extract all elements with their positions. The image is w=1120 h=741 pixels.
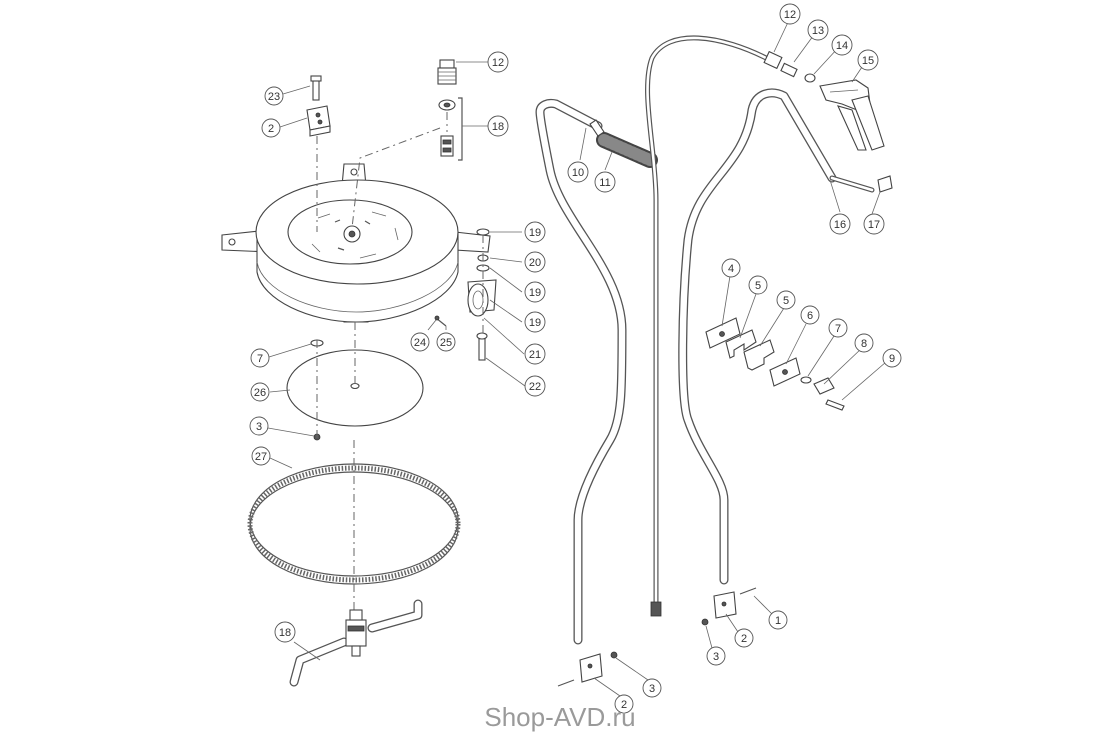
base-brackets xyxy=(557,587,757,687)
svg-text:24: 24 xyxy=(414,337,426,349)
caster-wheel-assembly xyxy=(434,228,497,361)
svg-text:4: 4 xyxy=(728,263,734,275)
svg-text:7: 7 xyxy=(835,323,841,335)
svg-text:2: 2 xyxy=(741,633,747,645)
lower-swivel-arm xyxy=(289,599,423,687)
svg-text:3: 3 xyxy=(256,421,262,433)
callout-27: 27 xyxy=(251,446,271,466)
svg-text:5: 5 xyxy=(755,280,761,292)
svg-text:8: 8 xyxy=(861,338,867,350)
clamp-kit xyxy=(705,317,845,411)
svg-text:2: 2 xyxy=(621,699,627,711)
callout-3: 3 xyxy=(706,646,726,666)
callout-15: 15 xyxy=(857,49,879,71)
callout-21: 21 xyxy=(524,343,546,365)
svg-text:7: 7 xyxy=(257,353,263,365)
supply-hose xyxy=(645,35,783,617)
svg-text:18: 18 xyxy=(279,627,291,639)
callout-2: 2 xyxy=(261,118,281,138)
callout-16: 16 xyxy=(829,213,851,235)
svg-text:25: 25 xyxy=(440,337,452,349)
callout-19: 19 xyxy=(524,281,546,303)
callout-10: 10 xyxy=(567,161,589,183)
handle-grip xyxy=(589,119,658,168)
callout-13: 13 xyxy=(807,19,829,41)
callout-bubbles: 23 2 12 18 19 20 19 19 21 22 24 25 7 26 … xyxy=(249,3,902,714)
callout-12: 12 xyxy=(779,3,801,25)
svg-text:22: 22 xyxy=(529,381,541,393)
callout-4: 4 xyxy=(721,258,741,278)
callout-12: 12 xyxy=(487,51,509,73)
svg-text:6: 6 xyxy=(807,310,813,322)
callout-11: 11 xyxy=(594,171,616,193)
spray-gun-assembly xyxy=(780,62,893,193)
callout-14: 14 xyxy=(831,34,853,56)
svg-text:27: 27 xyxy=(255,451,267,463)
top-bolt-and-bracket xyxy=(306,75,331,232)
callout-23: 23 xyxy=(264,86,284,106)
callout-22: 22 xyxy=(524,375,546,397)
svg-text:1: 1 xyxy=(775,615,781,627)
callout-1: 1 xyxy=(768,610,788,630)
svg-text:11: 11 xyxy=(599,177,610,189)
svg-text:19: 19 xyxy=(529,317,541,329)
callout-3: 3 xyxy=(249,416,269,436)
callout-20: 20 xyxy=(524,251,546,273)
svg-text:23: 23 xyxy=(268,91,280,103)
reel-housing-assembly xyxy=(221,163,491,323)
svg-text:3: 3 xyxy=(713,651,719,663)
svg-text:3: 3 xyxy=(649,683,655,695)
svg-text:2: 2 xyxy=(268,123,274,135)
svg-text:18: 18 xyxy=(492,121,504,133)
svg-text:12: 12 xyxy=(784,9,796,21)
svg-text:12: 12 xyxy=(492,57,504,69)
callout-7: 7 xyxy=(828,318,848,338)
watermark-text: Shop-AVD.ru xyxy=(484,702,635,732)
svg-text:17: 17 xyxy=(868,219,880,231)
callout-3: 3 xyxy=(642,678,662,698)
callout-19: 19 xyxy=(524,311,546,333)
callout-7: 7 xyxy=(250,348,270,368)
callout-17: 17 xyxy=(863,213,885,235)
svg-text:13: 13 xyxy=(812,25,824,37)
callout-6: 6 xyxy=(800,305,820,325)
callout-25: 25 xyxy=(436,332,456,352)
svg-text:14: 14 xyxy=(836,40,848,52)
frame-tube-right xyxy=(678,88,837,585)
callout-24: 24 xyxy=(410,332,430,352)
callout-5: 5 xyxy=(776,290,796,310)
swivel-fittings-top xyxy=(351,59,463,229)
callout-2: 2 xyxy=(614,694,634,714)
callout-26: 26 xyxy=(250,382,270,402)
callout-18: 18 xyxy=(487,115,509,137)
toothed-ring xyxy=(247,440,461,610)
svg-text:19: 19 xyxy=(529,227,541,239)
svg-text:19: 19 xyxy=(529,287,541,299)
callout-2: 2 xyxy=(734,628,754,648)
svg-text:5: 5 xyxy=(783,295,789,307)
svg-text:10: 10 xyxy=(572,167,584,179)
callout-8: 8 xyxy=(854,333,874,353)
svg-text:15: 15 xyxy=(862,55,874,67)
callout-9: 9 xyxy=(882,348,902,368)
disk-assembly xyxy=(286,322,424,441)
svg-text:20: 20 xyxy=(529,257,541,269)
callout-5: 5 xyxy=(748,275,768,295)
svg-text:21: 21 xyxy=(529,349,541,361)
svg-text:9: 9 xyxy=(889,353,895,365)
svg-text:16: 16 xyxy=(834,219,846,231)
svg-text:26: 26 xyxy=(254,387,266,399)
callout-18: 18 xyxy=(274,621,296,643)
callout-19: 19 xyxy=(524,221,546,243)
frame-tube-left xyxy=(535,98,627,645)
